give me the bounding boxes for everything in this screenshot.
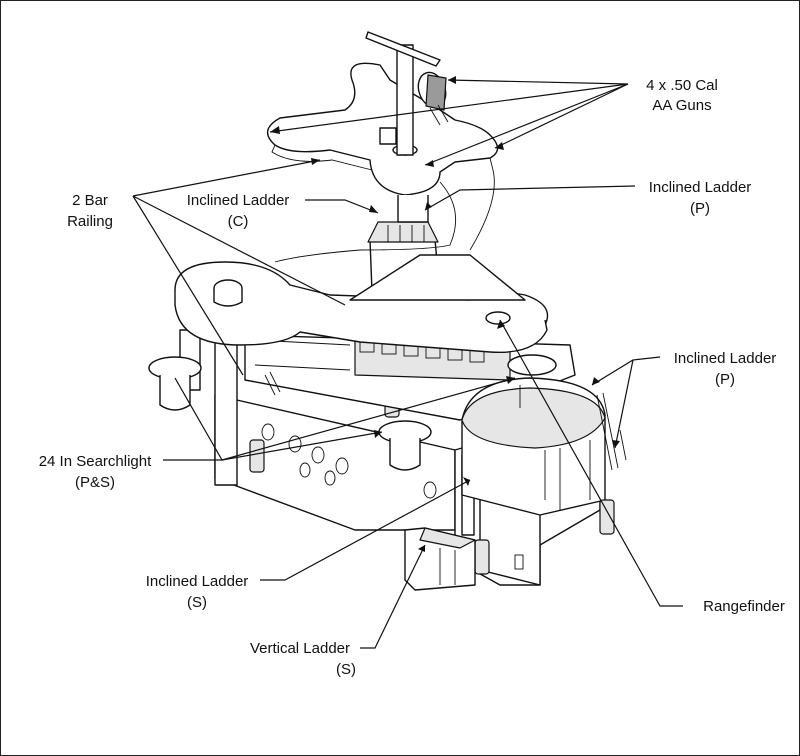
label-inclined-ladder-s-line2: (S) bbox=[187, 594, 207, 611]
upper-platform bbox=[174, 261, 549, 354]
label-vertical-ladder-s-line2: (S) bbox=[336, 661, 356, 678]
label-inclined-ladder-p-upper-line1: Inclined Ladder bbox=[649, 179, 752, 196]
mast-base bbox=[349, 221, 526, 301]
label-aa-guns-line2: AA Guns bbox=[652, 97, 711, 114]
label-railing-line1: 2 Bar bbox=[72, 192, 108, 209]
label-inclined-ladder-c-line1: Inclined Ladder bbox=[187, 192, 290, 209]
label-vertical-ladder-s-line1: Vertical Ladder bbox=[250, 640, 350, 657]
superstructure-drawing bbox=[148, 31, 627, 591]
label-searchlight-line1: 24 In Searchlight bbox=[39, 453, 152, 470]
leader-arrowheads bbox=[270, 76, 620, 552]
rangefinder-house bbox=[461, 377, 615, 535]
label-searchlight-line2: (P&S) bbox=[75, 474, 115, 491]
label-inclined-ladder-p-lower-line1: Inclined Ladder bbox=[674, 350, 777, 367]
label-rangefinder: Rangefinder bbox=[703, 598, 785, 615]
mast bbox=[365, 31, 441, 223]
label-aa-guns-line1: 4 x .50 Cal bbox=[646, 77, 718, 94]
ladders bbox=[264, 371, 627, 471]
label-inclined-ladder-c-line2: (C) bbox=[228, 213, 249, 230]
label-inclined-ladder-p-upper-line2: (P) bbox=[690, 200, 710, 217]
leader-lines bbox=[132, 79, 683, 649]
label-inclined-ladder-s-line1: Inclined Ladder bbox=[146, 573, 249, 590]
searchlight-platforms bbox=[148, 354, 557, 471]
aa-gun-tubs bbox=[417, 71, 449, 126]
vertical-ladder-housing bbox=[404, 527, 476, 591]
callout-labels: 4 x .50 Cal AA Guns 2 Bar Railing Inclin… bbox=[39, 77, 785, 678]
label-inclined-ladder-p-lower-line2: (P) bbox=[715, 371, 735, 388]
label-railing-line2: Railing bbox=[67, 213, 113, 230]
